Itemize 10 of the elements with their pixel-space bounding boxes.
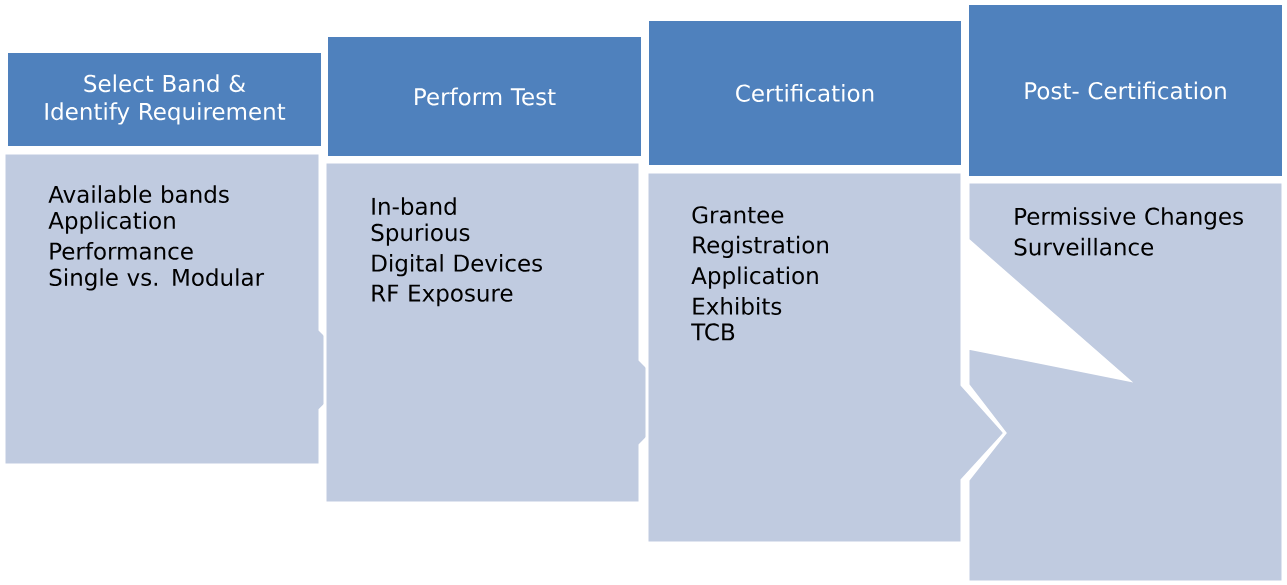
chevron-panel: Grantee Registration Application Exhibits TCB	[645, 170, 1008, 545]
node-label: Grantee Registration	[692, 206, 828, 259]
header-box: Certification	[647, 19, 963, 167]
node-label: Application	[691, 266, 818, 289]
header-box: Select Band & Identify Requirement	[6, 51, 323, 148]
header-box: Perform Test	[326, 35, 643, 158]
header-box: Post- Certification	[967, 3, 1284, 178]
node-label: Exhibits	[693, 297, 782, 315]
chevron-panel: Permissive Changes Surveillance	[966, 180, 1285, 584]
node-label: TCB	[691, 323, 735, 341]
